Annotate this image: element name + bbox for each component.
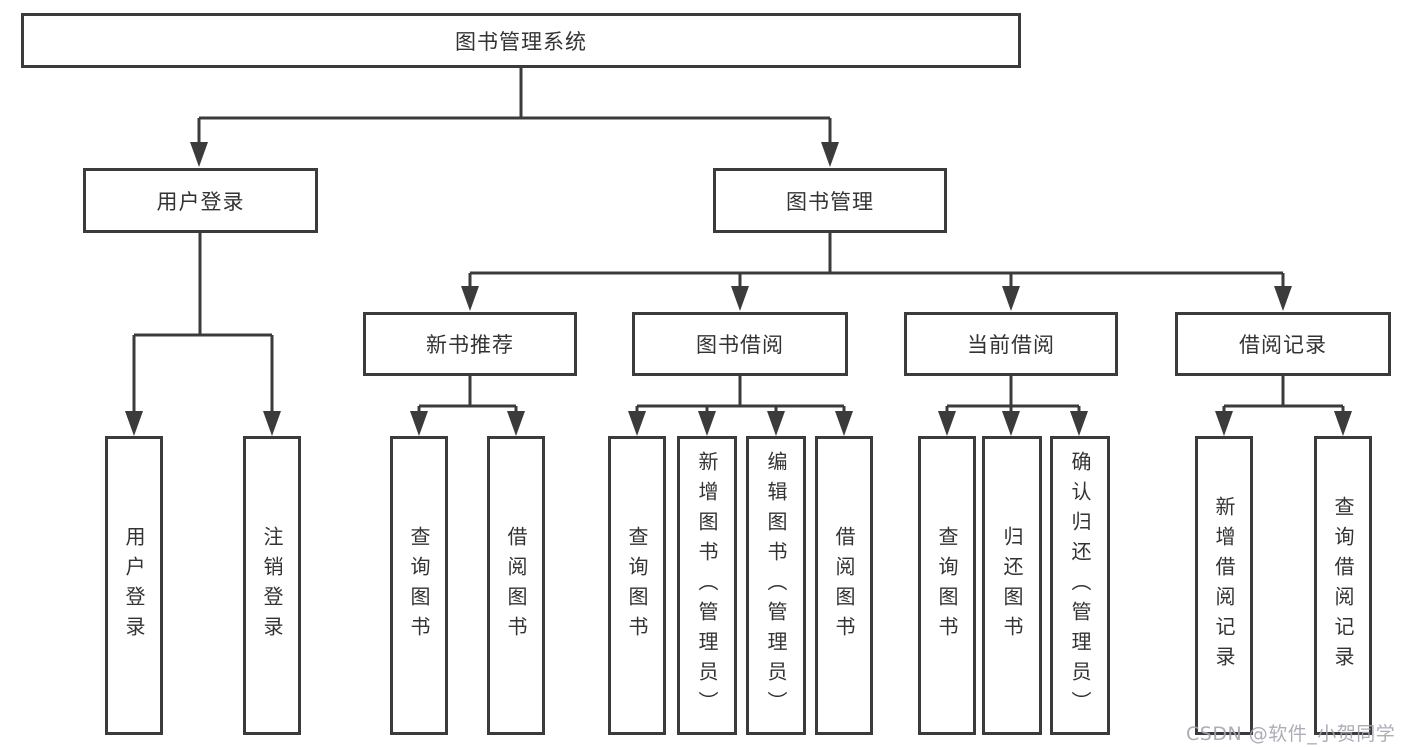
leaf-label: 借阅图书: [504, 525, 528, 646]
node-label: 用户登录: [156, 189, 245, 214]
leaf-label: 新增图书（管理员）: [695, 450, 719, 721]
leaf-label: 注销登录: [260, 525, 284, 646]
node-book-management-branch: 图书管理: [713, 168, 947, 233]
node-user-login-branch: 用户登录: [83, 168, 318, 233]
leaf-query-book-borrow: 查询图书: [608, 436, 666, 735]
node-current-borrow: 当前借阅: [904, 312, 1118, 376]
leaf-query-book-recommend: 查询图书: [390, 436, 448, 735]
leaf-borrow-book: 借阅图书: [815, 436, 873, 735]
leaf-logout-login: 注销登录: [243, 436, 301, 735]
leaf-label: 用户登录: [122, 525, 146, 646]
node-borrow-records: 借阅记录: [1175, 312, 1391, 376]
leaf-label: 查询图书: [625, 525, 649, 646]
leaf-label: 编辑图书（管理员）: [764, 450, 788, 721]
arrowheads: [125, 142, 1352, 436]
leaf-label: 借阅图书: [832, 525, 856, 646]
node-label: 当前借阅: [967, 333, 1055, 357]
leaf-label: 查询借阅记录: [1331, 495, 1355, 676]
node-label: 借阅记录: [1239, 333, 1327, 357]
leaf-query-borrow-record: 查询借阅记录: [1314, 436, 1372, 735]
node-label: 图书管理系统: [455, 29, 587, 54]
node-book-borrow: 图书借阅: [632, 312, 848, 376]
node-new-book-recommend: 新书推荐: [363, 312, 577, 376]
leaf-add-borrow-record: 新增借阅记录: [1195, 436, 1253, 735]
leaf-label: 归还图书: [1000, 525, 1024, 646]
leaf-add-book-admin: 新增图书（管理员）: [677, 436, 737, 735]
leaf-label: 新增借阅记录: [1212, 495, 1236, 676]
node-label: 图书管理: [786, 189, 874, 214]
leaf-user-login: 用户登录: [105, 436, 163, 735]
node-label: 图书借阅: [696, 333, 784, 357]
leaf-query-book-current: 查询图书: [918, 436, 976, 735]
node-library-management-system: 图书管理系统: [21, 13, 1021, 68]
leaf-return-book: 归还图书: [982, 436, 1042, 735]
node-label: 新书推荐: [426, 333, 514, 357]
leaf-borrow-book-recommend: 借阅图书: [487, 436, 545, 735]
csdn-watermark: CSDN @软件_小贺同学: [1186, 723, 1396, 745]
leaf-label: 查询图书: [935, 525, 959, 646]
leaf-confirm-return-admin: 确认归还（管理员）: [1050, 436, 1110, 735]
leaf-label: 确认归还（管理员）: [1068, 450, 1092, 721]
leaf-edit-book-admin: 编辑图书（管理员）: [746, 436, 806, 735]
leaf-label: 查询图书: [407, 525, 431, 646]
